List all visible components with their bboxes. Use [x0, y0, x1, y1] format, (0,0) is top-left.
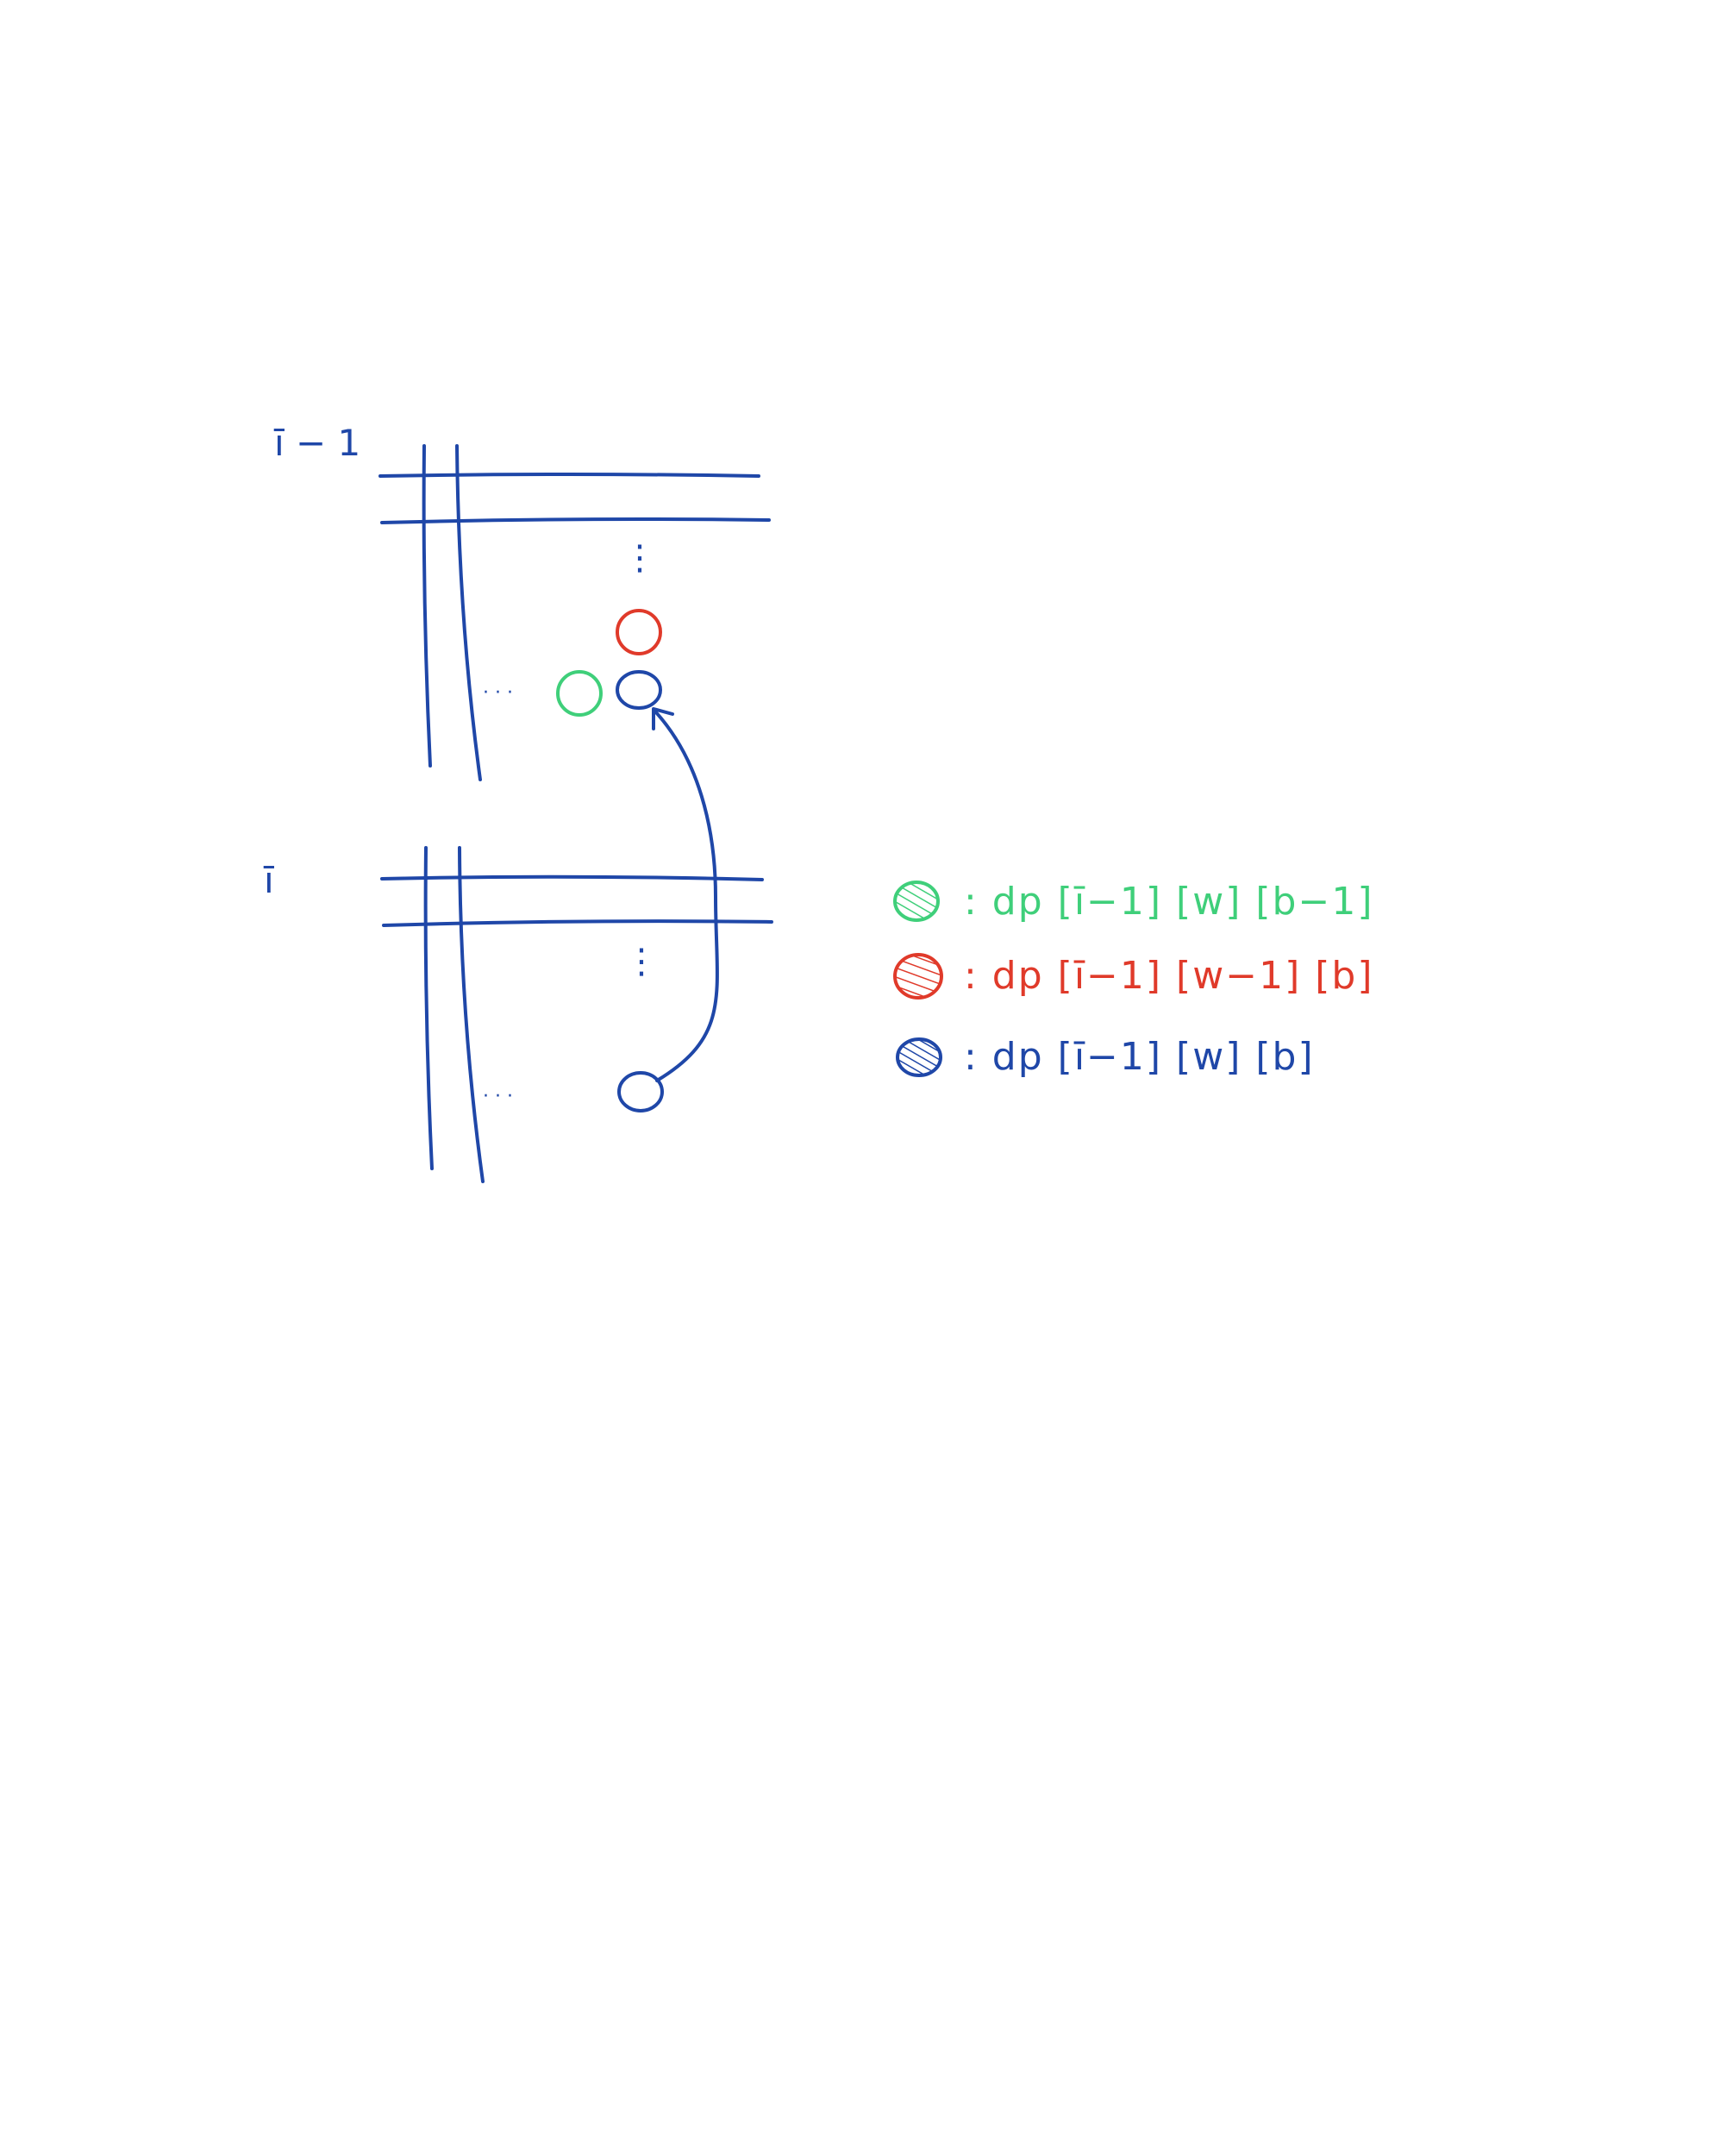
lower-col-line-2	[458, 846, 485, 1183]
upper-row-line-2	[380, 517, 771, 524]
transition-arrow	[652, 707, 719, 1082]
upper-horizontal-dots: · · ·	[483, 682, 513, 704]
blue-cell	[616, 670, 662, 710]
lower-layer-grid	[380, 846, 773, 1183]
legend-green-swatch	[893, 881, 940, 922]
arrow-head	[652, 707, 674, 730]
lower-row-line-2	[382, 919, 773, 927]
green-cell	[556, 670, 603, 717]
red-cell	[616, 609, 662, 655]
upper-row-line-1	[378, 473, 760, 478]
lower-col-line-1	[423, 846, 434, 1170]
upper-col-line-1	[422, 444, 432, 768]
legend-blue-swatch	[896, 1037, 942, 1077]
lower-layer-label: ī	[263, 859, 274, 901]
upper-vertical-dots: ⋮	[622, 538, 657, 578]
legend-red-text: : dp [ī−1] [w−1] [b]	[964, 954, 1374, 998]
legend-red-swatch	[893, 953, 943, 1000]
current-cell	[617, 1071, 664, 1112]
legend-green-text: : dp [ī−1] [w] [b−1]	[964, 880, 1374, 924]
legend-blue-text: : dp [ī−1] [w] [b]	[964, 1035, 1315, 1079]
lower-vertical-dots: ⋮	[624, 942, 659, 981]
upper-layer-label: ī − 1	[273, 422, 360, 464]
lower-row-line-1	[380, 874, 764, 881]
upper-layer-grid	[378, 444, 771, 781]
legend: : dp [ī−1] [w] [b−1] : dp [ī−1] [w−1] [b…	[893, 880, 1374, 1079]
upper-col-line-2	[455, 444, 482, 781]
lower-horizontal-dots: · · ·	[483, 1086, 513, 1107]
